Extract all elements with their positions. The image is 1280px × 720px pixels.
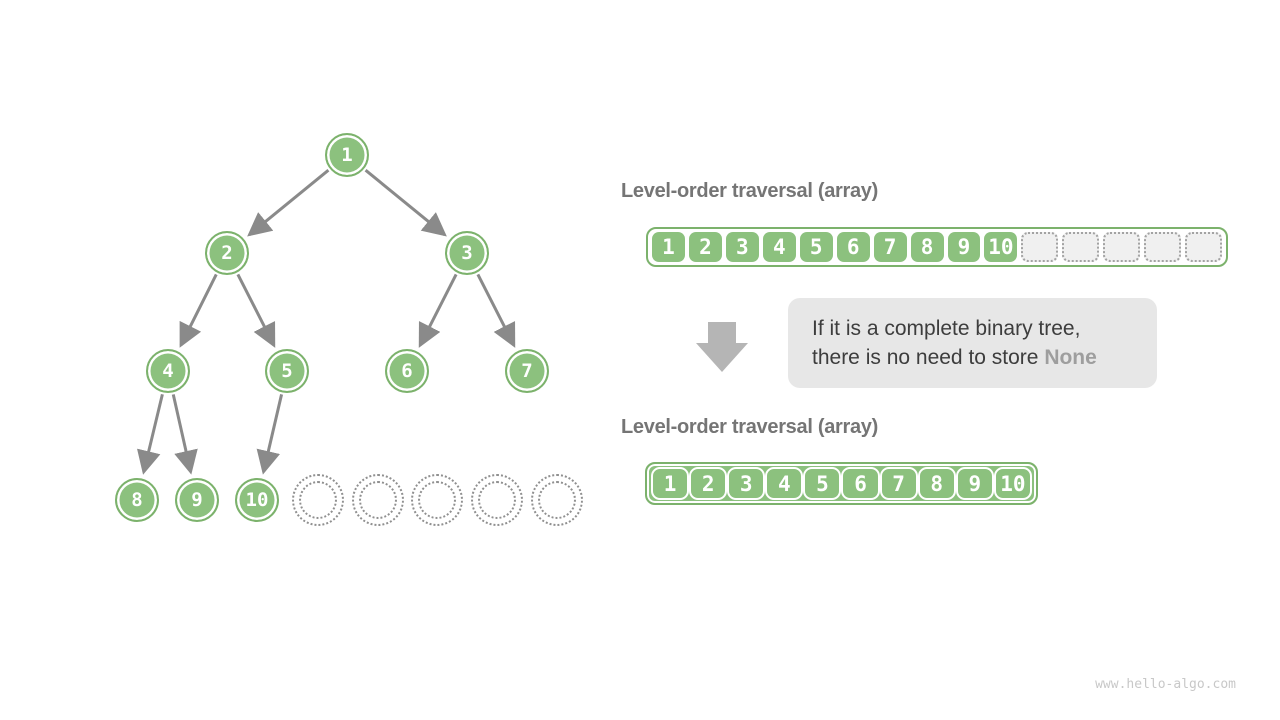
tree-node-8: 8	[115, 478, 159, 522]
tree-empty-node	[471, 474, 523, 526]
tree-edge-4-9	[171, 394, 198, 475]
tree-node-3: 3	[445, 231, 489, 275]
tree-edges	[137, 169, 516, 475]
array-cell-8: 8	[917, 467, 956, 500]
array-cell-4: 4	[765, 467, 804, 500]
array-cell-empty	[1144, 232, 1182, 262]
array-cell-9: 9	[947, 232, 981, 262]
tree-node-10: 10	[235, 478, 279, 522]
tree-empty-node	[352, 474, 404, 526]
tree-node-4: 4	[146, 349, 190, 393]
bottom-array-heading: Level-order traversal (array)	[621, 416, 878, 438]
tree-empty-node	[292, 474, 344, 526]
note-line-2: there is no need to store None	[812, 346, 1097, 369]
array-cell-empty	[1062, 232, 1100, 262]
array-cell-empty	[1021, 232, 1059, 262]
array-cell-7: 7	[879, 467, 918, 500]
array-cell-1: 1	[652, 232, 685, 262]
array-cell-7: 7	[873, 232, 907, 262]
array-cell-6: 6	[836, 232, 870, 262]
array-cell-1: 1	[651, 467, 690, 500]
tree-edge-1-3	[364, 169, 447, 237]
tree-node-2: 2	[205, 231, 249, 275]
array-cell-3: 3	[725, 232, 759, 262]
tree-edge-1-2	[247, 169, 330, 237]
tree-edge-2-5	[236, 273, 276, 348]
tree-empty-node	[531, 474, 583, 526]
array-cell-empty	[1185, 232, 1223, 262]
array-cell-5: 5	[799, 232, 833, 262]
tree-node-6: 6	[385, 349, 429, 393]
watermark: www.hello-algo.com	[1095, 677, 1236, 692]
tree-node-1: 1	[325, 133, 369, 177]
none-keyword: None	[1044, 346, 1097, 369]
tree-node-9: 9	[175, 478, 219, 522]
note-line-1: If it is a complete binary tree,	[812, 317, 1081, 340]
array-cell-6: 6	[841, 467, 880, 500]
tree-edge-4-8	[137, 393, 164, 475]
array-cell-5: 5	[803, 467, 842, 500]
array-cell-2: 2	[688, 232, 722, 262]
tree-edge-3-7	[476, 273, 516, 348]
top-array-heading: Level-order traversal (array)	[621, 180, 878, 202]
tree-node-7: 7	[505, 349, 549, 393]
array-cell-9: 9	[955, 467, 994, 500]
tree-empty-node-inner-ring	[538, 481, 576, 519]
tree-node-5: 5	[265, 349, 309, 393]
tree-empty-node-inner-ring	[359, 481, 397, 519]
tree-empty-node-inner-ring	[418, 481, 456, 519]
array-cell-3: 3	[727, 467, 766, 500]
tree-edge-3-6	[418, 273, 458, 348]
array-cell-10: 10	[984, 232, 1018, 262]
tree-edge-2-4	[179, 273, 218, 348]
tree-empty-node-inner-ring	[478, 481, 516, 519]
tree-edge-5-10	[256, 394, 284, 475]
tree-empty-node	[411, 474, 463, 526]
array-cell-empty	[1103, 232, 1141, 262]
array-cell-10: 10	[993, 467, 1032, 500]
array-cell-4: 4	[762, 232, 796, 262]
down-arrow-icon	[696, 322, 748, 372]
note-box: If it is a complete binary tree, there i…	[788, 298, 1157, 388]
array-cell-2: 2	[689, 467, 728, 500]
tree-empty-node-inner-ring	[299, 481, 337, 519]
array-cell-8: 8	[910, 232, 944, 262]
